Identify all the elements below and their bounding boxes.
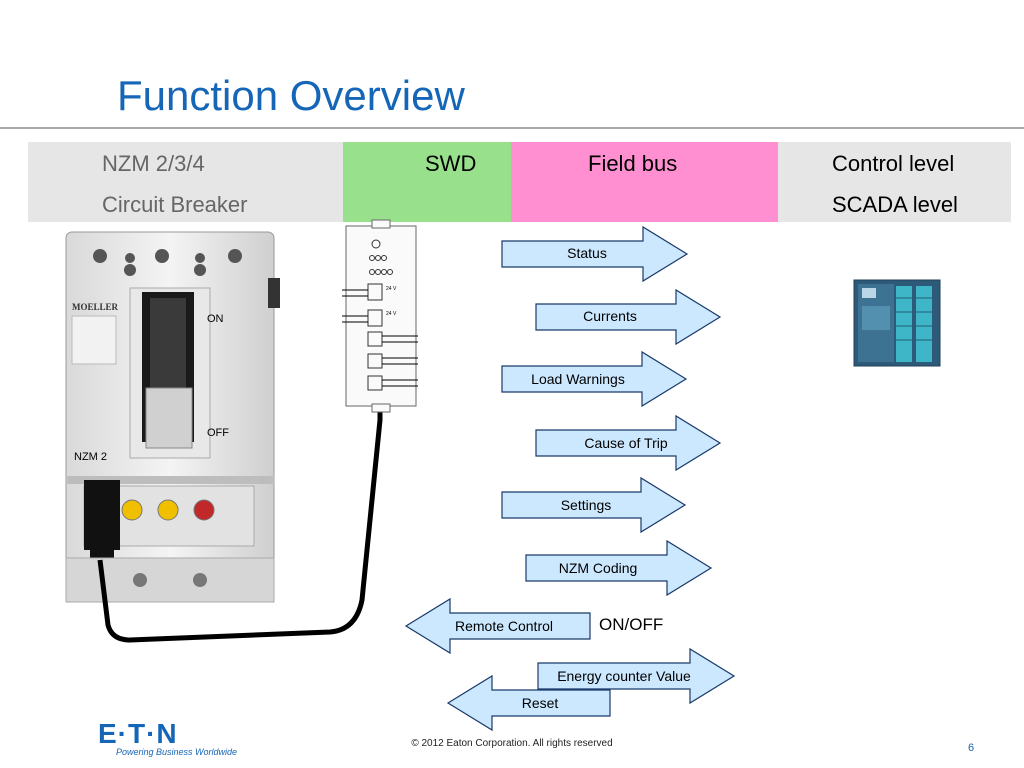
plc-device-image: [853, 279, 941, 367]
arrow-status: [501, 225, 689, 283]
arrow-reset: [446, 674, 611, 732]
control-level-label: Control level: [832, 151, 955, 176]
title-divider: [0, 127, 1024, 129]
on-off-label: ON/OFF: [599, 615, 664, 634]
signal-settings: Settings: [560, 497, 612, 513]
slide-title: Function Overview: [117, 72, 465, 119]
brand-label: MOELLER: [72, 302, 119, 312]
on-label: ON: [207, 313, 224, 325]
field-bus-label: Field bus: [588, 151, 678, 176]
arrow-remote-control: [404, 597, 591, 655]
arrow-load-warnings: [501, 350, 688, 408]
signal-energy-counter: Energy counter Value: [557, 668, 691, 684]
swd-module-image: 24 V 24 V: [342, 219, 418, 413]
signal-status: Status: [567, 245, 607, 261]
page-number: 6: [968, 742, 975, 754]
signal-remote-control: Remote Control: [454, 618, 554, 634]
swd-label: SWD: [425, 151, 477, 176]
band-control-level: [778, 142, 1011, 222]
arrow-energy-counter: [537, 647, 736, 705]
terminal-label-2: 24 V: [386, 311, 397, 317]
circuit-breaker-label: Circuit Breaker: [102, 192, 248, 217]
signal-load-warnings: Load Warnings: [531, 371, 625, 387]
arrow-nzm-coding: [525, 539, 713, 597]
band-swd: [343, 142, 511, 222]
eaton-tagline: Powering Business Worldwide: [116, 747, 238, 757]
arrow-settings: [501, 476, 687, 534]
signal-reset: Reset: [521, 695, 559, 711]
scada-level-label: SCADA level: [832, 192, 958, 217]
copyright-notice: © 2012 Eaton Corporation. All rights res…: [411, 738, 613, 749]
arrow-cause-of-trip: [535, 414, 722, 472]
band-field-bus: [511, 142, 778, 222]
band-nzm: [28, 142, 343, 222]
signal-nzm-coding: NZM Coding: [558, 560, 638, 576]
nzm-label: NZM 2/3/4: [102, 151, 205, 176]
terminal-label-1: 24 V: [386, 286, 397, 292]
eaton-logo: E·T·N: [98, 718, 178, 749]
signal-cause-of-trip: Cause of Trip: [584, 435, 668, 451]
signal-currents: Currents: [583, 308, 637, 324]
arrow-currents: [535, 288, 722, 346]
